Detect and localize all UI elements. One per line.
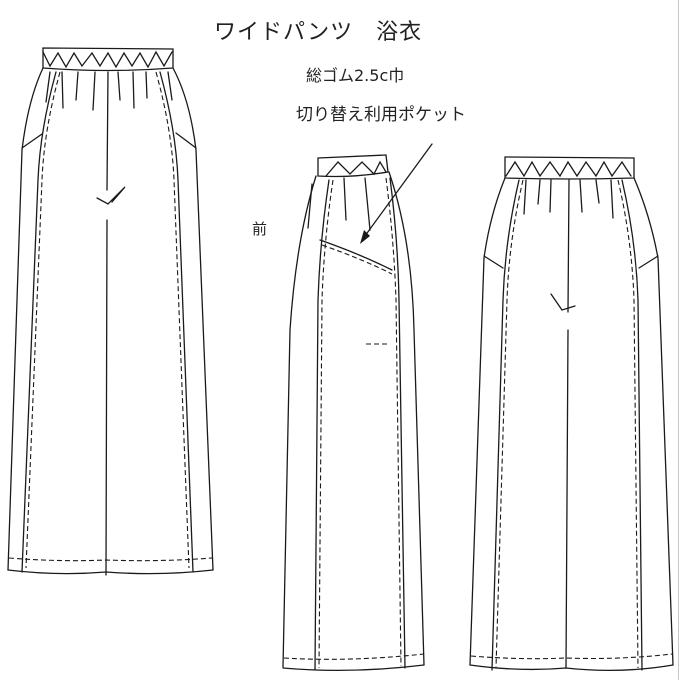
pants-side-view-with-pocket <box>282 143 433 672</box>
front-label: 前 <box>252 220 268 238</box>
pants-front-view <box>7 47 214 576</box>
elastic-width-note: 総ゴム2.5c巾 <box>306 66 405 85</box>
pocket-note: 切り替え利用ポケット <box>296 105 466 125</box>
drawing-title: ワイドパンツ 浴衣 <box>214 20 423 45</box>
pants-back-view <box>469 156 674 672</box>
